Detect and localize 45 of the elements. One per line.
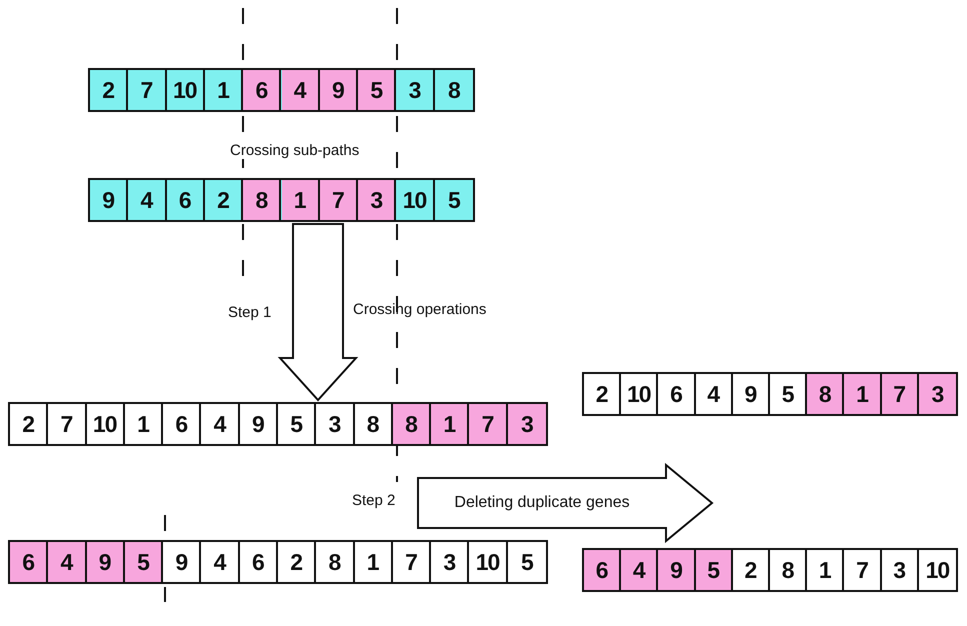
annotation-text: Crossing operations <box>353 301 486 318</box>
annotation-text: Step 2 <box>352 492 396 509</box>
gene-cell: 9 <box>86 542 125 582</box>
gene-cell: 1 <box>354 542 393 582</box>
gene-cell: 5 <box>358 70 396 110</box>
gene-sequence-bar <box>582 372 958 416</box>
gene-cell: 7 <box>320 180 358 220</box>
gene-cell: 4 <box>282 70 320 110</box>
gene-cell: 10 <box>166 70 205 110</box>
block-arrow <box>417 462 714 544</box>
gene-cell: 6 <box>243 70 282 110</box>
gene-cell: 9 <box>658 550 696 590</box>
gene-cell: 6 <box>166 180 205 220</box>
gene-cell: 8 <box>392 404 432 444</box>
gene-sequence-bar <box>8 540 548 584</box>
gene-cell: 3 <box>918 374 956 414</box>
gene-sequence-bar <box>8 402 548 446</box>
gene-cell: 4 <box>696 374 733 414</box>
gene-cell: 6 <box>240 542 278 582</box>
gene-cell: 1 <box>844 374 882 414</box>
annotation-text: Step 1 <box>228 304 272 321</box>
gene-cell: 8 <box>243 180 282 220</box>
gene-cell: 3 <box>358 180 396 220</box>
gene-cell: 6 <box>10 542 48 582</box>
gene-cell: 4 <box>621 550 658 590</box>
gene-cell: 9 <box>320 70 358 110</box>
block-arrow <box>278 223 358 402</box>
gene-sequence-bar <box>88 68 475 112</box>
gene-cell: 3 <box>882 550 919 590</box>
gene-cell: 5 <box>696 550 733 590</box>
gene-cell: 3 <box>508 404 546 444</box>
gene-cell: 8 <box>807 374 844 414</box>
gene-cell: 10 <box>86 404 125 444</box>
gene-cell: 4 <box>48 542 87 582</box>
annotation-text: Crossing sub-paths <box>230 142 360 159</box>
gene-sequence-bar <box>88 178 475 222</box>
gene-cell: 8 <box>354 404 393 444</box>
gene-cell: 1 <box>431 404 470 444</box>
gene-cell: 7 <box>882 374 919 414</box>
gene-cell: 7 <box>469 404 508 444</box>
gene-cell: 1 <box>282 180 320 220</box>
gene-cell: 5 <box>124 542 164 582</box>
gene-sequence-bar <box>582 548 958 592</box>
gene-cell: 6 <box>584 550 622 590</box>
edge-label: Deleting duplicate genes <box>454 494 630 512</box>
